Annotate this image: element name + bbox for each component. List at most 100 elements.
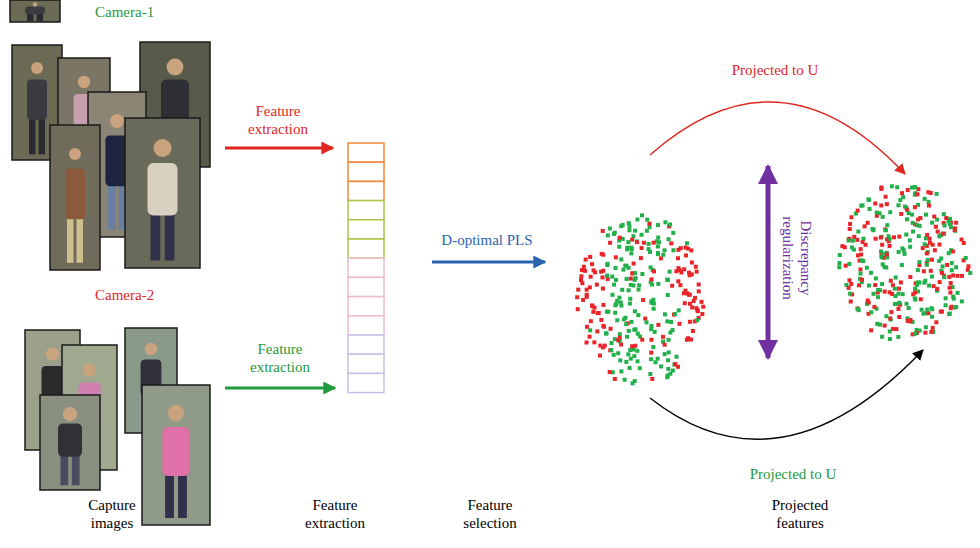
data-point (913, 205, 917, 209)
data-point (916, 268, 920, 272)
data-point (921, 312, 925, 316)
data-point (942, 212, 946, 216)
data-point (595, 283, 599, 287)
data-point (649, 357, 653, 361)
data-point (874, 237, 878, 241)
data-point (948, 222, 952, 226)
data-point (888, 290, 892, 294)
data-point (918, 224, 922, 228)
data-point (847, 238, 851, 242)
data-point (665, 278, 669, 282)
data-point (666, 367, 670, 371)
person-photo (125, 118, 200, 268)
data-point (650, 277, 654, 281)
data-point (678, 283, 682, 287)
data-point (667, 338, 671, 342)
data-point (588, 255, 592, 259)
data-point (837, 265, 841, 269)
data-point (856, 209, 860, 213)
data-point (606, 310, 610, 314)
data-point (684, 246, 688, 250)
data-point (689, 248, 693, 252)
photo-frame (10, 0, 60, 22)
person-head (154, 139, 172, 157)
data-point (639, 256, 643, 260)
data-point (627, 329, 631, 333)
data-point (928, 237, 932, 241)
vector-cell (348, 162, 384, 181)
data-point (917, 260, 921, 264)
data-point (674, 355, 678, 359)
data-point (604, 332, 608, 336)
data-point (930, 307, 934, 311)
data-point (930, 275, 934, 279)
person-leg (72, 454, 80, 485)
person-leg (27, 14, 34, 21)
person-head (69, 148, 81, 160)
data-point (869, 328, 873, 332)
data-point (908, 245, 912, 249)
data-point (949, 281, 953, 285)
data-point (648, 372, 652, 376)
data-point (855, 238, 859, 242)
person-body (161, 80, 189, 124)
data-point (626, 246, 630, 250)
data-point (585, 325, 589, 329)
data-point (590, 303, 594, 307)
data-point (599, 318, 603, 322)
data-point (960, 299, 964, 303)
data-point (601, 324, 605, 328)
data-point (668, 270, 672, 274)
data-point (690, 272, 694, 276)
data-point (619, 343, 623, 347)
data-point (865, 266, 869, 270)
data-point (968, 271, 972, 275)
data-point (667, 350, 671, 354)
data-point (608, 226, 612, 230)
data-point (849, 282, 853, 286)
data-point (657, 240, 661, 244)
data-point (908, 238, 912, 242)
data-point (605, 274, 609, 278)
data-point (929, 330, 933, 334)
data-point (673, 312, 677, 316)
data-point (656, 236, 660, 240)
data-point (665, 319, 669, 323)
vector-cell (348, 354, 384, 373)
data-point (690, 305, 694, 309)
data-point (956, 291, 960, 295)
data-point (923, 242, 927, 246)
extraction-arrow (225, 387, 335, 390)
data-point (697, 289, 701, 293)
person-head (168, 405, 184, 421)
data-point (645, 218, 649, 222)
data-point (635, 349, 639, 353)
data-point (666, 373, 670, 377)
data-point (941, 232, 945, 236)
data-point (880, 282, 884, 286)
data-point (695, 270, 699, 274)
data-point (840, 244, 844, 248)
data-point (888, 210, 892, 214)
data-point (623, 316, 627, 320)
data-point (620, 288, 624, 292)
person-leg (151, 211, 161, 261)
data-point (859, 272, 863, 276)
data-point (595, 329, 599, 333)
data-point (871, 228, 875, 232)
data-point (616, 351, 620, 355)
person-head (46, 347, 59, 360)
data-point (592, 268, 596, 272)
person-leg (108, 182, 116, 230)
data-point (964, 256, 968, 260)
data-point (838, 253, 842, 257)
data-point (619, 369, 623, 373)
vector-cell (348, 181, 384, 200)
data-point (623, 264, 627, 268)
data-point (613, 231, 617, 235)
data-point (871, 228, 875, 232)
data-point (913, 185, 917, 189)
data-point (883, 290, 887, 294)
data-point (873, 283, 877, 287)
